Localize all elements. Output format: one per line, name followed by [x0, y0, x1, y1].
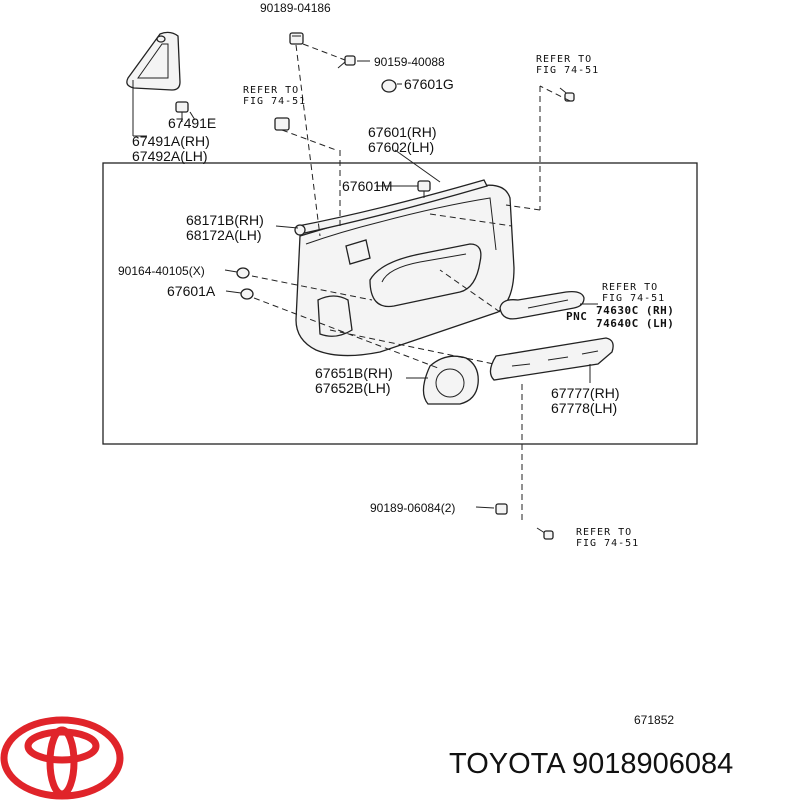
- ref-note-3-line2: FIG 74-51: [602, 293, 665, 304]
- brand-caption: TOYOTA 9018906084: [449, 748, 733, 780]
- corner-cover-67491A-icon: [126, 31, 181, 91]
- clip-67601A-icon: [240, 288, 254, 300]
- ref-note-2-line2: FIG 74-51: [243, 96, 306, 107]
- screw-90159-40088-icon: [337, 55, 356, 69]
- label-67651B-rh: 67651B(RH): [315, 365, 393, 381]
- label-74640C-lh: 74640C (LH): [596, 317, 674, 330]
- ref-note-2-line1: REFER TO: [243, 85, 299, 96]
- weatherstrip-68171B-icon: [294, 179, 488, 236]
- label-90159-40088: 90159-40088: [374, 55, 445, 69]
- toyota-logo-icon: [0, 716, 124, 800]
- label-67777-rh: 67777(RH): [551, 385, 619, 401]
- label-67602-lh: 67602(LH): [368, 139, 434, 155]
- label-90189-04186: 90189-04186: [260, 1, 331, 15]
- assist-grip-74630C-icon: [499, 290, 585, 320]
- label-74630C-rh: 74630C (RH): [596, 304, 674, 317]
- ref-note-3-line1: REFER TO: [602, 282, 658, 293]
- grommet-67601G-icon: [381, 79, 397, 93]
- label-68171B-rh: 68171B(RH): [186, 212, 264, 228]
- clip-67491E-icon: [175, 101, 189, 122]
- label-67491E: 67491E: [168, 115, 216, 131]
- illustration-number: 671852: [634, 713, 674, 727]
- door-trim-panel-icon: [295, 184, 515, 357]
- speaker-grille-67651B-icon: [422, 355, 479, 405]
- assembly-frame: [102, 162, 698, 445]
- label-90189-06084: 90189-06084(2): [370, 501, 455, 515]
- label-67601M: 67601M: [342, 178, 393, 194]
- label-67778-lh: 67778(LH): [551, 400, 617, 416]
- screw-ref-bottom-icon: [536, 527, 554, 540]
- trim-strip-67777-icon: [489, 337, 614, 381]
- label-90164-40105: 90164-40105(X): [118, 264, 205, 278]
- ref-note-1-line2: FIG 74-51: [536, 65, 599, 76]
- label-67491A-rh: 67491A(RH): [132, 133, 210, 149]
- clip-90189-06084-icon: [495, 503, 508, 515]
- clip-90164-40105-icon: [236, 267, 250, 279]
- label-67652B-lh: 67652B(LH): [315, 380, 391, 396]
- ref-note-1-line1: REFER TO: [536, 54, 592, 65]
- label-pnc: PNC: [566, 310, 587, 323]
- label-67492A-lh: 67492A(LH): [132, 148, 208, 164]
- label-67601A: 67601A: [167, 283, 216, 299]
- label-68172A-lh: 68172A(LH): [186, 227, 262, 243]
- label-67601G: 67601G: [404, 76, 454, 92]
- ref-note-4-line1: REFER TO: [576, 527, 632, 538]
- bracket-ref-left-icon: [274, 117, 290, 131]
- label-67601-rh: 67601(RH): [368, 124, 436, 140]
- clip-90189-04186-icon: [289, 32, 304, 45]
- ref-note-4-line2: FIG 74-51: [576, 538, 639, 549]
